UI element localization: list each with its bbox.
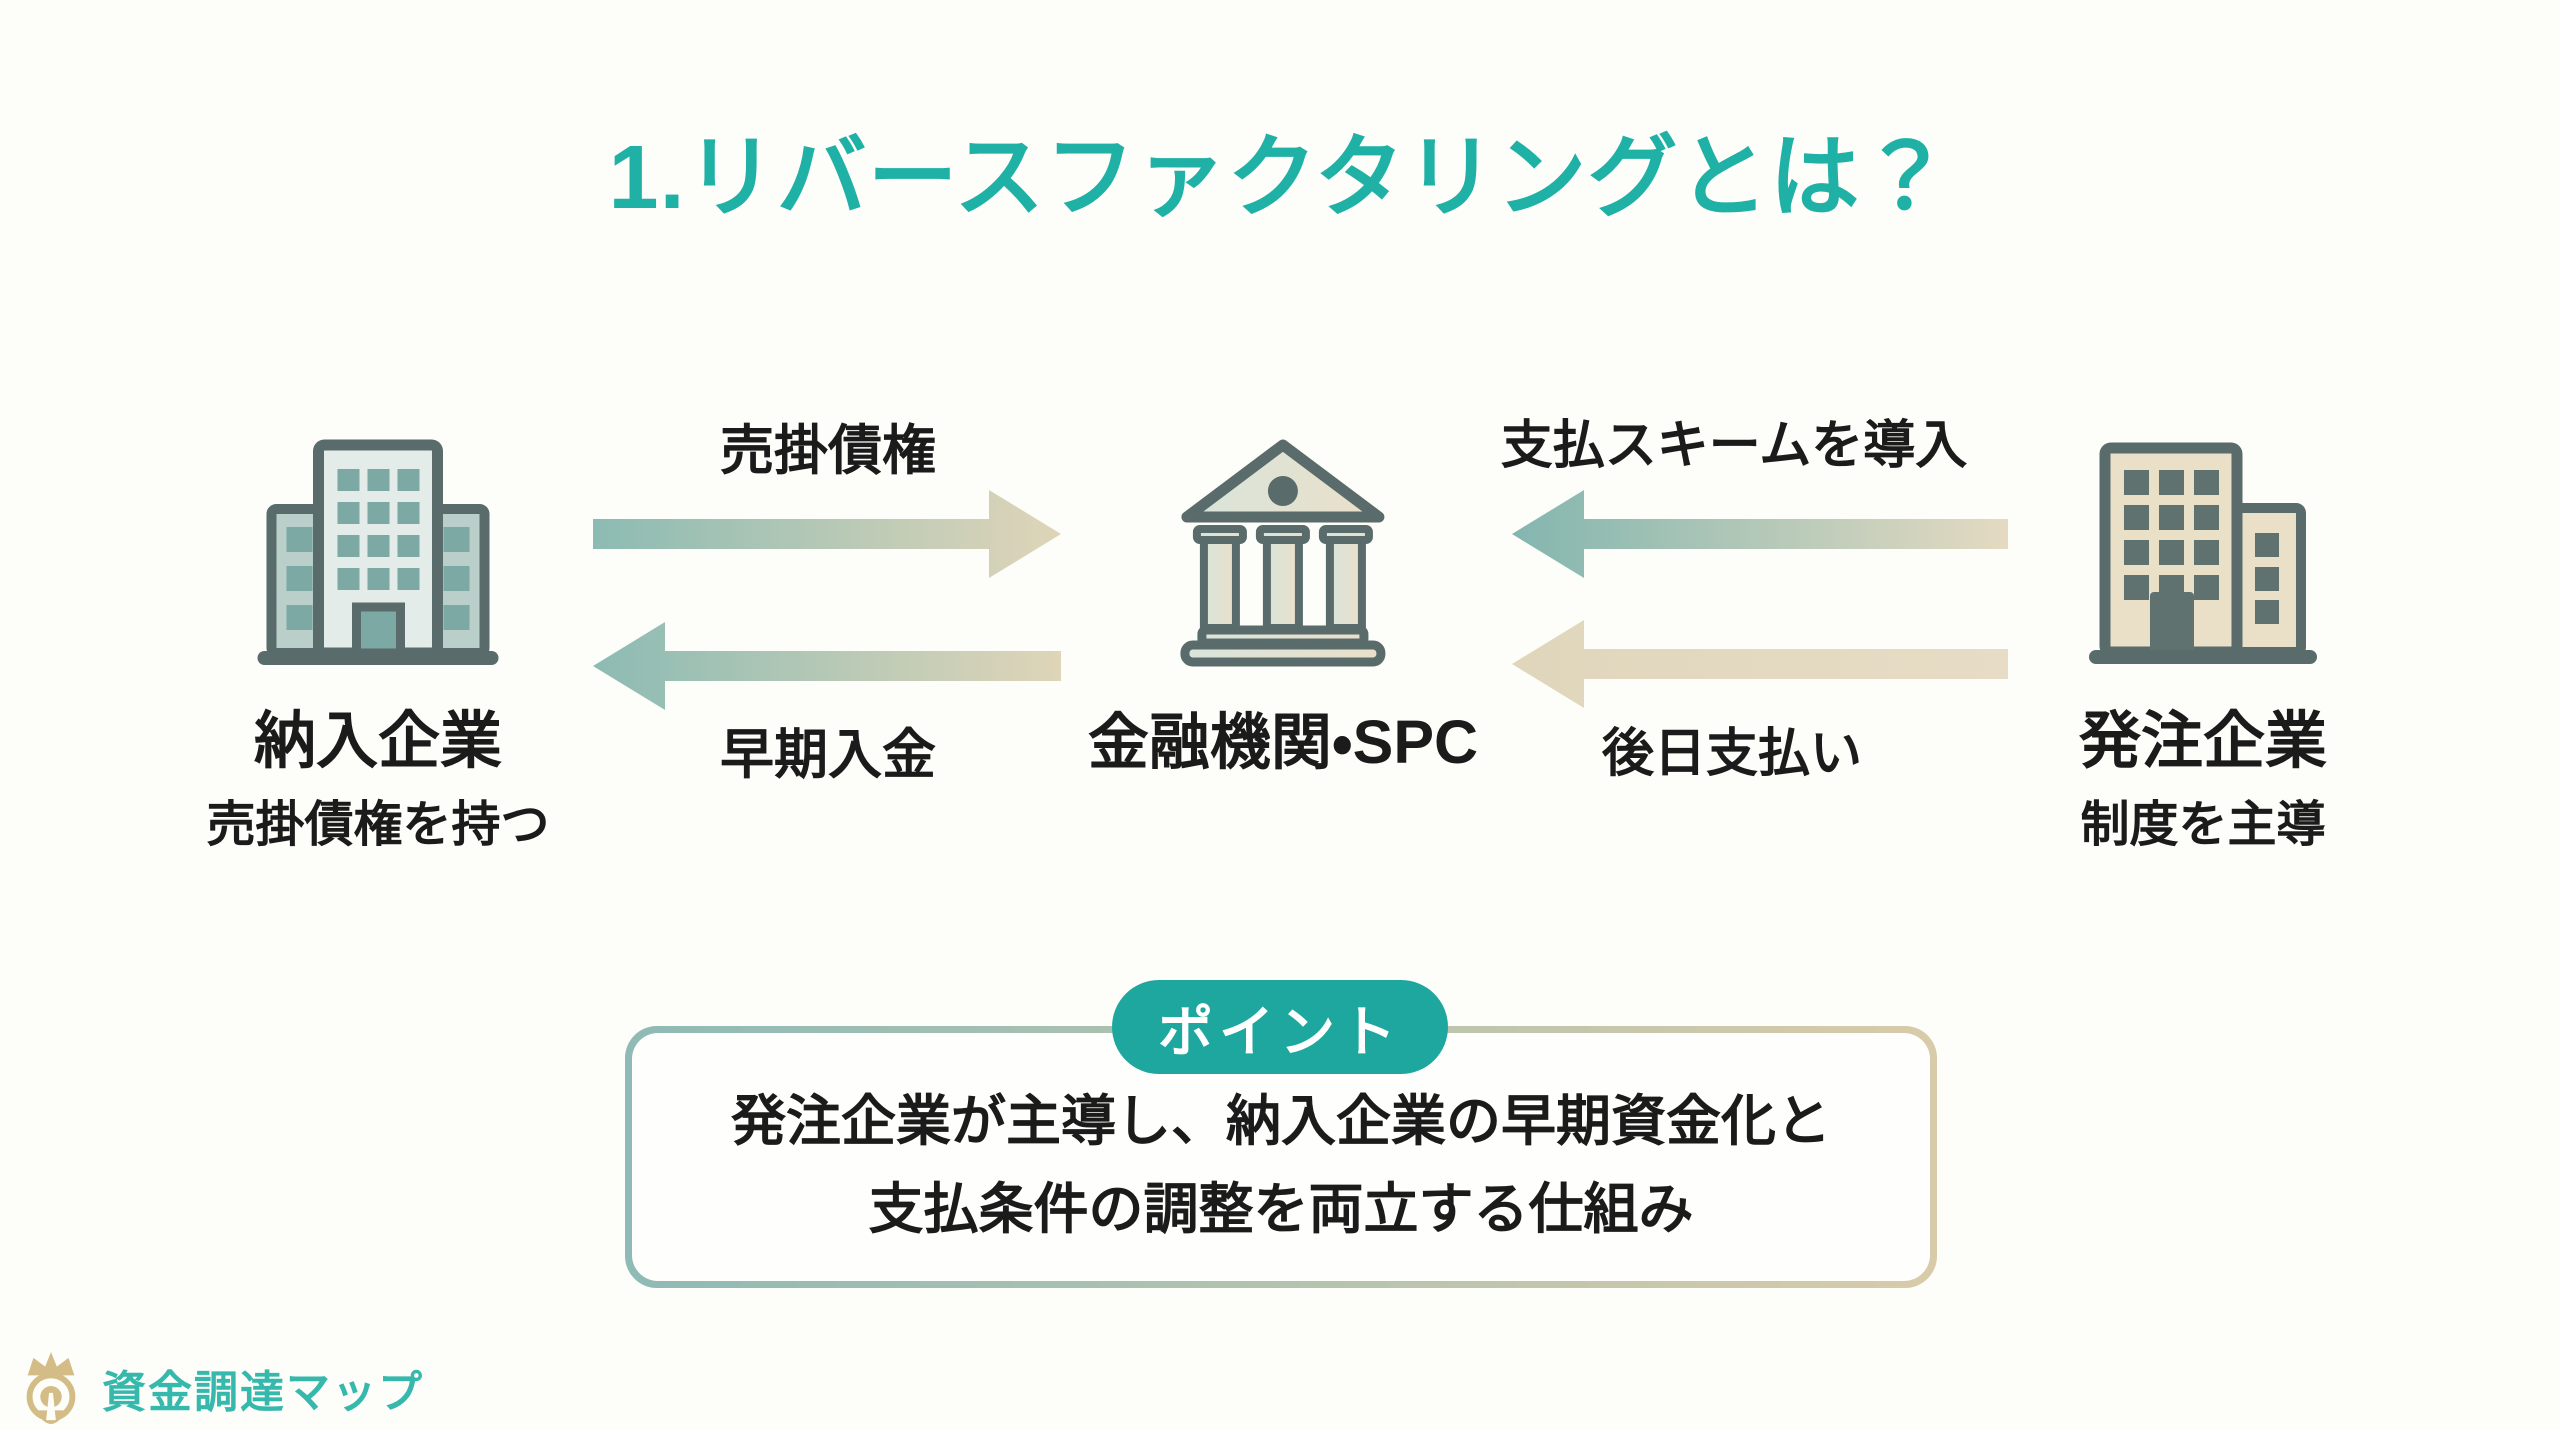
point-box-inner: 発注企業が主導し、納入企業の早期資金化と 支払条件の調整を両立する仕組み	[632, 1033, 1930, 1281]
entity-buyer: 発注企業 制度を主導	[2079, 440, 2327, 852]
arrow-later-payment-left-icon	[1512, 620, 2008, 708]
office-building-icon	[257, 439, 499, 665]
point-badge: ポイント	[1112, 980, 1448, 1074]
entity-subtitle: 制度を主導	[2080, 798, 2326, 853]
point-box: 発注企業が主導し、納入企業の早期資金化と 支払条件の調整を両立する仕組み	[625, 1026, 1937, 1288]
entity-financial: 金融機関・SPC	[1088, 437, 1478, 774]
entity-name: 発注企業	[2078, 707, 2328, 776]
entity-subtitle: 売掛債権を持つ	[206, 798, 550, 853]
flow-label-scheme-intro: 支払スキームを導入	[1500, 417, 1968, 475]
flow-label-later-payment: 後日支払い	[1601, 725, 1863, 783]
flow-label-early-payment: 早期入金	[720, 725, 936, 785]
entity-name: 納入企業	[253, 707, 503, 776]
entity-supplier: 納入企業 売掛債権を持つ	[206, 437, 550, 853]
footer-logo-text: 資金調達マップ	[102, 1368, 424, 1417]
bank-icon	[1180, 439, 1386, 667]
arrow-receivable-right-icon	[593, 490, 1061, 578]
office-building-icon	[2088, 442, 2317, 664]
point-text-line1: 発注企業が主導し、納入企業の早期資金化と	[730, 1090, 1831, 1152]
arrow-early-payment-left-icon	[593, 622, 1061, 710]
point-text-line2: 支払条件の調整を両立する仕組み	[868, 1178, 1694, 1240]
crown-map-pin-icon	[26, 1351, 76, 1425]
footer-logo: 資金調達マップ	[14, 1348, 424, 1428]
page-title: 1.リバースファクタリングとは？	[608, 128, 1952, 228]
flow-label-receivable: 売掛債権	[720, 421, 936, 481]
entity-name: 金融機関・SPC	[1087, 708, 1479, 776]
arrow-scheme-left-icon	[1512, 490, 2008, 578]
